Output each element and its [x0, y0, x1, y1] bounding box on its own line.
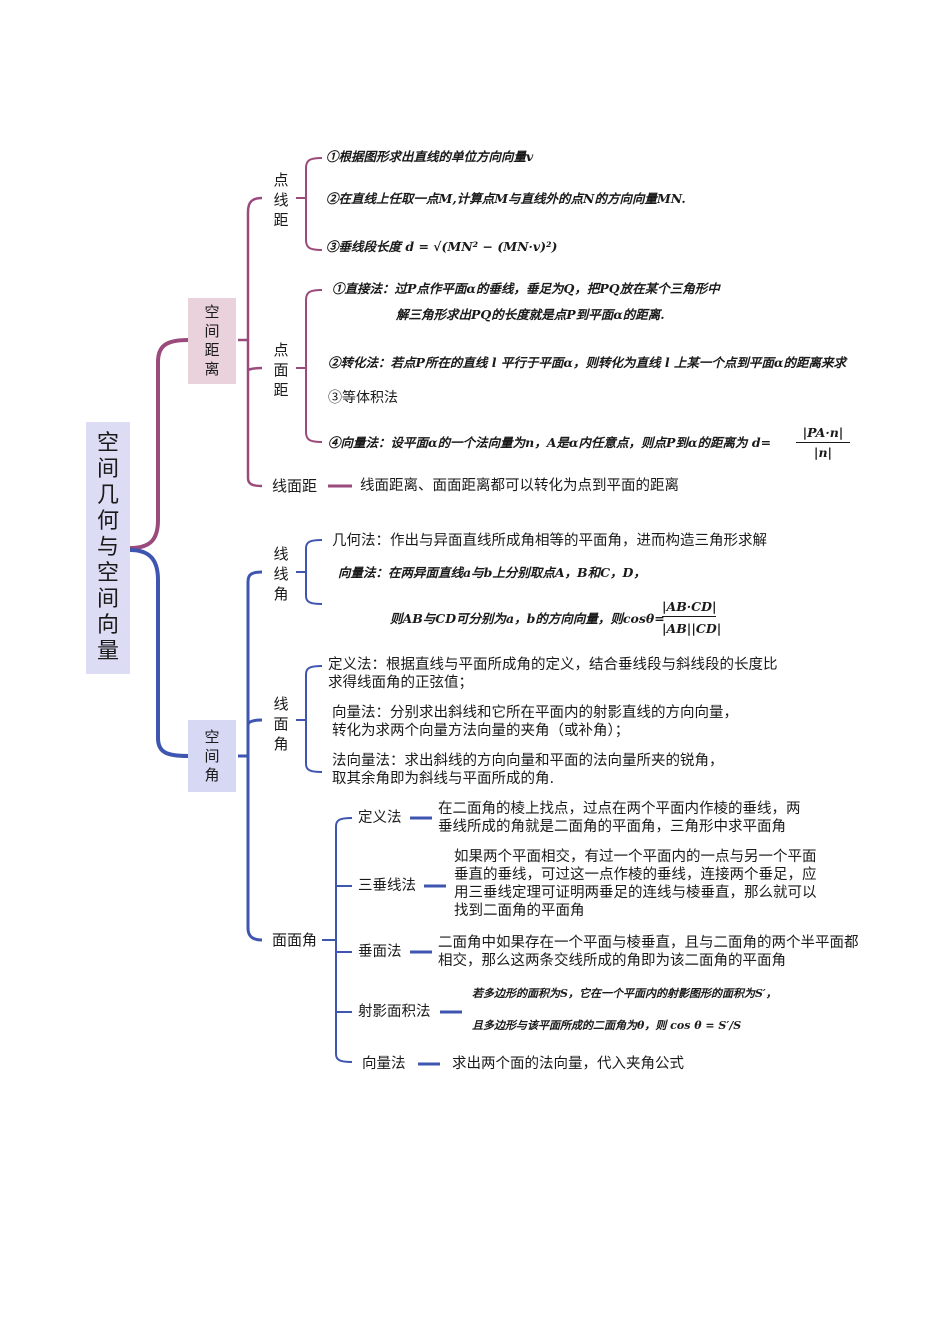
face-method-5-text: 求出两个面的法向量，代入夹角公式	[452, 1056, 684, 1072]
line-face-item-1: 定义法：根据直线与平面所成角的定义，结合垂线段与斜线段的长度比 求得线面角的正弦…	[328, 657, 778, 691]
point-plane-item-2: ②转化法：若点P所在的直线 l 平行于平面α，则转化为直线 l 上某一个点到平面…	[328, 355, 847, 370]
point-plane-item-4: ④向量法：设平面α的一个法向量为n，A是α内任意点，则点P到α的距离为 d=	[328, 435, 772, 450]
distance-label: 空间距离	[204, 303, 220, 378]
distance-bracket	[238, 196, 263, 488]
line-line-item-1: 几何法：作出与异面直线所成角相等的平面角，进而构造三角形求解	[332, 533, 767, 549]
point-line-label: 点线距	[273, 171, 289, 229]
point-line-item-2: ②在直线上任取一点M,计算点M与直线外的点N的方向向量MN.	[326, 191, 686, 206]
line-plane-label: 线面距	[272, 477, 318, 495]
root-label: 空间几何与空间向量	[96, 431, 119, 664]
point-plane-item-1-cont: 解三角形求出PQ的长度就是点P到平面α的距离.	[396, 307, 665, 322]
point-plane-formula-numerator: |PA·n|	[796, 424, 850, 443]
point-line-item-3: ③垂线段长度 d = √(MN² − (MN·v)²)	[326, 239, 558, 254]
point-plane-label: 点面距	[273, 341, 289, 399]
line-line-formula-numerator: |AB·CD|	[662, 598, 717, 617]
point-plane-item-3: ③等体积法	[328, 390, 398, 406]
distance-node: 空间距离	[188, 298, 236, 384]
root-to-distance-connector	[129, 338, 189, 550]
line-face-label: 线面角	[273, 695, 289, 753]
face-method-2-name: 三垂线法	[358, 878, 416, 894]
line-face-item-2: 向量法：分别求出斜线和它所在平面内的射影直线的方向向量， 转化为求两个向量方法向…	[332, 705, 738, 739]
face-face-bracket	[322, 817, 353, 1063]
line-line-item-2: 向量法：在两异面直线a与b上分别取点A，B和C，D，	[338, 565, 646, 580]
face-method-1-text: 在二面角的棱上找点，过点在两个平面内作棱的垂线，两 垂线所成的角就是二面角的平面…	[438, 801, 801, 835]
point-line-item-1: ①根据图形求出直线的单位方向向量v	[326, 149, 534, 164]
line-face-bracket	[296, 665, 323, 773]
face-method-2-text: 如果两个平面相交，有过一个平面内的一点与另一个平面 垂直的垂线，可过这一点作棱的…	[454, 849, 817, 919]
root-node: 空间几何与空间向量	[86, 422, 130, 674]
angle-node: 空间角	[188, 720, 236, 792]
point-plane-item-1: ①直接法：过P点作平面α的垂线，垂足为Q，把PQ放在某个三角形中	[332, 281, 720, 296]
angle-bracket	[238, 570, 263, 942]
line-plane-text: 线面距离、面面距离都可以转化为点到平面的距离	[360, 478, 679, 494]
face-face-label: 面面角	[272, 931, 318, 949]
point-plane-formula-denominator: |n|	[813, 445, 833, 460]
face-method-5-name: 向量法	[362, 1056, 406, 1072]
line-line-bracket	[296, 539, 323, 605]
root-to-angle-connector	[129, 548, 189, 758]
line-line-item-3: 则AB与CD可分别为a，b的方向向量，则cosθ=	[390, 611, 665, 626]
face-method-3-name: 垂面法	[358, 944, 402, 960]
point-plane-bracket	[296, 289, 323, 443]
face-method-4-name: 射影面积法	[358, 1004, 431, 1020]
face-method-3-text: 二面角中如果存在一个平面与棱垂直，且与二面角的两个半平面都 相交，那么这两条交线…	[438, 935, 859, 969]
face-method-1-name: 定义法	[358, 810, 402, 826]
angle-label: 空间角	[204, 727, 220, 784]
face-method-4-text: 若多边形的面积为S，它在一个平面内的射影图形的面积为S′， 且多边形与该平面所成…	[472, 987, 777, 1032]
line-face-item-3: 法向量法：求出斜线的方向向量和平面的法向量所夹的锐角， 取其余角即为斜线与平面所…	[332, 753, 724, 787]
line-line-label: 线线角	[273, 545, 289, 603]
point-line-bracket	[296, 157, 323, 251]
line-line-formula-denominator: |AB||CD|	[662, 621, 722, 636]
